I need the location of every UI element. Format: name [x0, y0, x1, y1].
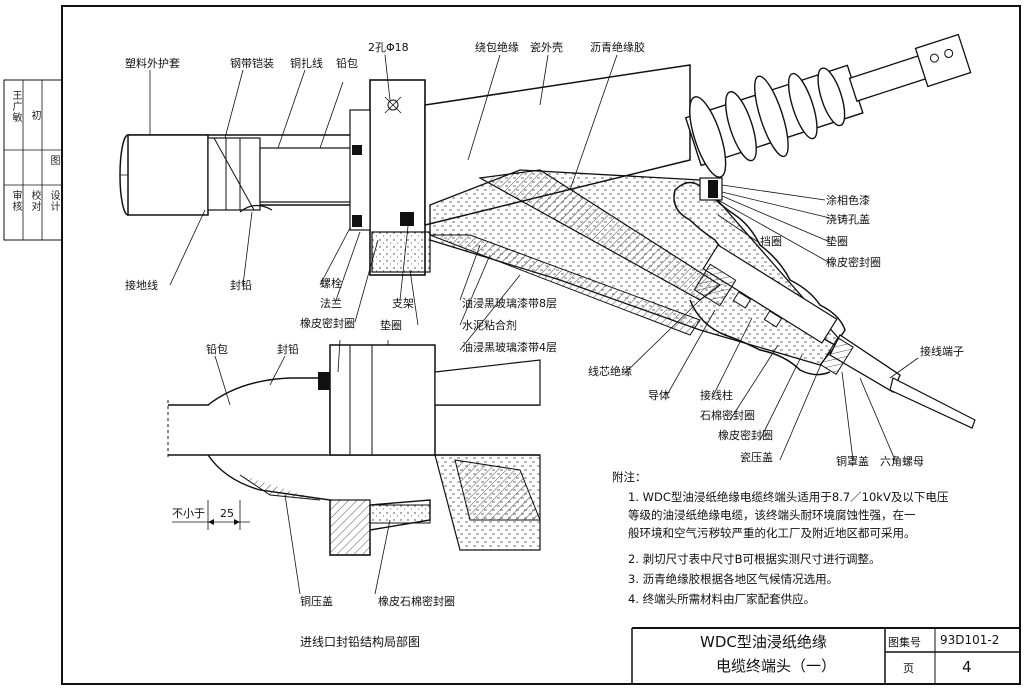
label-core-insulation: 线芯绝缘 — [588, 365, 632, 378]
label-terminal-post: 接线柱 — [700, 389, 733, 402]
label-rubber-seal-ring-2: 橡皮密封圈 — [718, 429, 773, 442]
label-ground-wire: 接地线 — [125, 279, 158, 292]
label-dim-25: 25 — [220, 507, 234, 520]
note-line-3: 般环境和空气污秽较严重的化工厂及附近地区都可采用。 — [628, 526, 916, 540]
detail-view — [167, 339, 541, 595]
stamp-initial: 初 — [29, 110, 40, 121]
label-rubber-seal-ring-3: 橡皮密封圈 — [826, 256, 881, 269]
label-hex-nut: 六角螺母 — [880, 455, 924, 468]
label-terminal: 接线端子 — [920, 345, 964, 358]
label-plastic-sheath: 塑料外护套 — [125, 57, 180, 70]
label-detail-lead: 铅包 — [206, 343, 228, 356]
label-steel-armor: 钢带铠装 — [230, 57, 274, 70]
label-cement-glue: 水泥粘合剂 — [462, 319, 517, 332]
stamp-figure: 图 — [48, 155, 59, 166]
label-bolt: 螺栓 — [320, 277, 342, 290]
label-gasket: 垫圈 — [380, 319, 402, 332]
label-detail-seal: 封铅 — [277, 343, 299, 356]
page-label: 页 — [903, 662, 914, 675]
label-holes: 2孔Φ18 — [368, 41, 409, 54]
stamp-check: 校对 — [29, 190, 40, 212]
stamp-name: 王广敏 — [10, 90, 21, 123]
label-asbestos-seal: 石棉密封圈 — [700, 409, 755, 422]
label-not-less: 不小于 — [172, 507, 205, 520]
label-pad: 垫圈 — [826, 235, 848, 248]
porcelain-insulator — [684, 33, 972, 178]
label-oil-glass-tape-4: 油浸黑玻璃漆带4层 — [462, 341, 557, 354]
label-copper-cover: 铜罩盖 — [836, 455, 869, 468]
note-line-1: 1. WDC型油浸纸绝缘电缆终端头适用于8.7／10kV及以下电压 — [628, 490, 949, 504]
label-lead-sheath: 铅包 — [336, 57, 358, 70]
label-rubber-asbestos: 橡皮石棉密封圈 — [378, 595, 455, 608]
set-value: 93D101-2 — [940, 633, 1000, 647]
title-block — [631, 627, 1020, 684]
note-line-5: 3. 沥青绝缘胶根据各地区气候情况选用。 — [628, 572, 839, 586]
stamp-review: 审核 — [10, 190, 21, 212]
note-line-6: 4. 终端头所需材料由厂家配套供应。 — [628, 592, 816, 606]
title-line-1: WDC型油浸纸绝缘 — [700, 633, 827, 651]
title-line-2: 电缆终端头（一） — [716, 657, 837, 675]
label-wrap-insulation: 绕包绝缘 — [475, 41, 519, 54]
label-bracket: 支架 — [392, 297, 414, 310]
label-retaining-ring: 挡圈 — [760, 235, 782, 248]
label-lead-seal: 封铅 — [230, 279, 252, 292]
note-line-2: 等级的油浸纸绝缘电缆，该终端头耐环境腐蚀性强，在一 — [628, 508, 916, 522]
label-oil-glass-tape-8: 油浸黑玻璃漆带8层 — [462, 297, 557, 310]
detail-caption: 进线口封铅结构局部图 — [300, 635, 421, 649]
label-pour-hole: 浇铸孔盖 — [826, 213, 870, 226]
label-paint-phase: 涂相色漆 — [826, 194, 870, 207]
set-label: 图集号 — [888, 636, 921, 649]
label-porcelain-cover: 瓷压盖 — [740, 451, 773, 464]
label-conductor: 导体 — [648, 389, 670, 402]
notes-title: 附注： — [612, 470, 647, 484]
label-rubber-seal-ring: 橡皮密封圈 — [300, 317, 355, 330]
label-porcelain-shell: 瓷外壳 — [530, 41, 563, 54]
label-asphalt-compound: 沥青绝缘胶 — [590, 41, 645, 54]
label-flange: 法兰 — [320, 297, 342, 310]
stamp-design: 设计 — [48, 190, 59, 212]
note-line-4: 2. 剥切尺寸表中尺寸B可根据实测尺寸进行调整。 — [628, 552, 881, 566]
page-value: 4 — [962, 658, 972, 676]
label-copper-cover-2: 铜压盖 — [300, 595, 333, 608]
label-copper-tie: 铜扎线 — [290, 57, 323, 70]
